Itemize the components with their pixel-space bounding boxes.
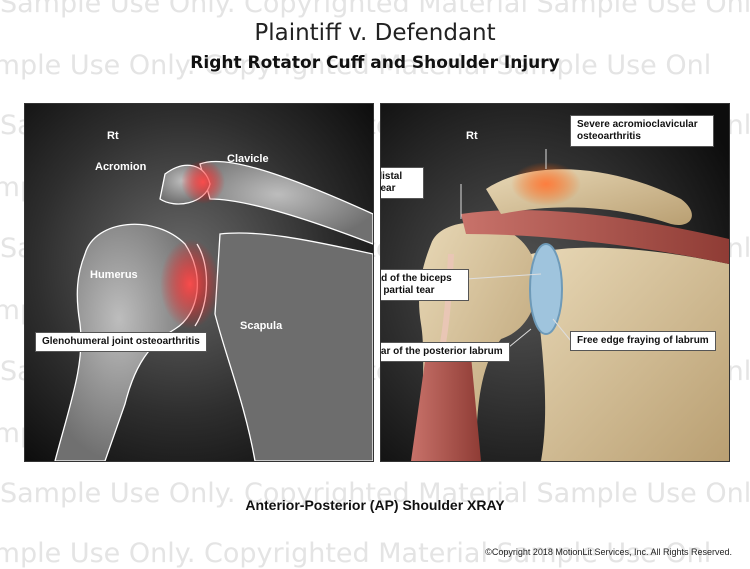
xray-side-label: Rt xyxy=(107,130,119,142)
callout-biceps-tendinopathy: Proximal long head of the biceps tendino… xyxy=(381,269,469,301)
label-scapula: Scapula xyxy=(240,320,283,332)
callout-supraspinatus-tear: Full-thickness distal supraspinatus tear xyxy=(381,167,424,199)
callout-posterior-labrum-tear: Tear of the posterior labrum xyxy=(381,342,510,362)
anatomy-side-label: Rt xyxy=(466,130,478,142)
watermark-row: Sample Use Only. Copyrighted Material Sa… xyxy=(0,0,750,19)
figure-caption: Anterior-Posterior (AP) Shoulder XRAY xyxy=(245,497,505,513)
label-clavicle: Clavicle xyxy=(227,153,269,165)
xray-image xyxy=(25,104,373,461)
page-title: Plaintiff v. Defendant xyxy=(254,20,496,46)
copyright-notice: ©Copyright 2018 MotionLit Services, Inc.… xyxy=(485,547,732,557)
page-subtitle: Right Rotator Cuff and Shoulder Injury xyxy=(190,53,560,73)
callout-glenohumeral-osteoarthritis: Glenohumeral joint osteoarthritis xyxy=(35,332,207,352)
anatomy-panel: Rt Severe acromioclavicular osteoarthrit… xyxy=(380,103,730,462)
label-acromion: Acromion xyxy=(95,161,147,173)
xray-panel: Rt Acromion Clavicle Humerus Scapula Gle… xyxy=(24,103,374,462)
callout-ac-osteoarthritis: Severe acromioclavicular osteoarthritis xyxy=(570,115,714,147)
callout-labrum-fraying: Free edge fraying of labrum xyxy=(570,331,716,351)
label-humerus: Humerus xyxy=(90,269,138,281)
